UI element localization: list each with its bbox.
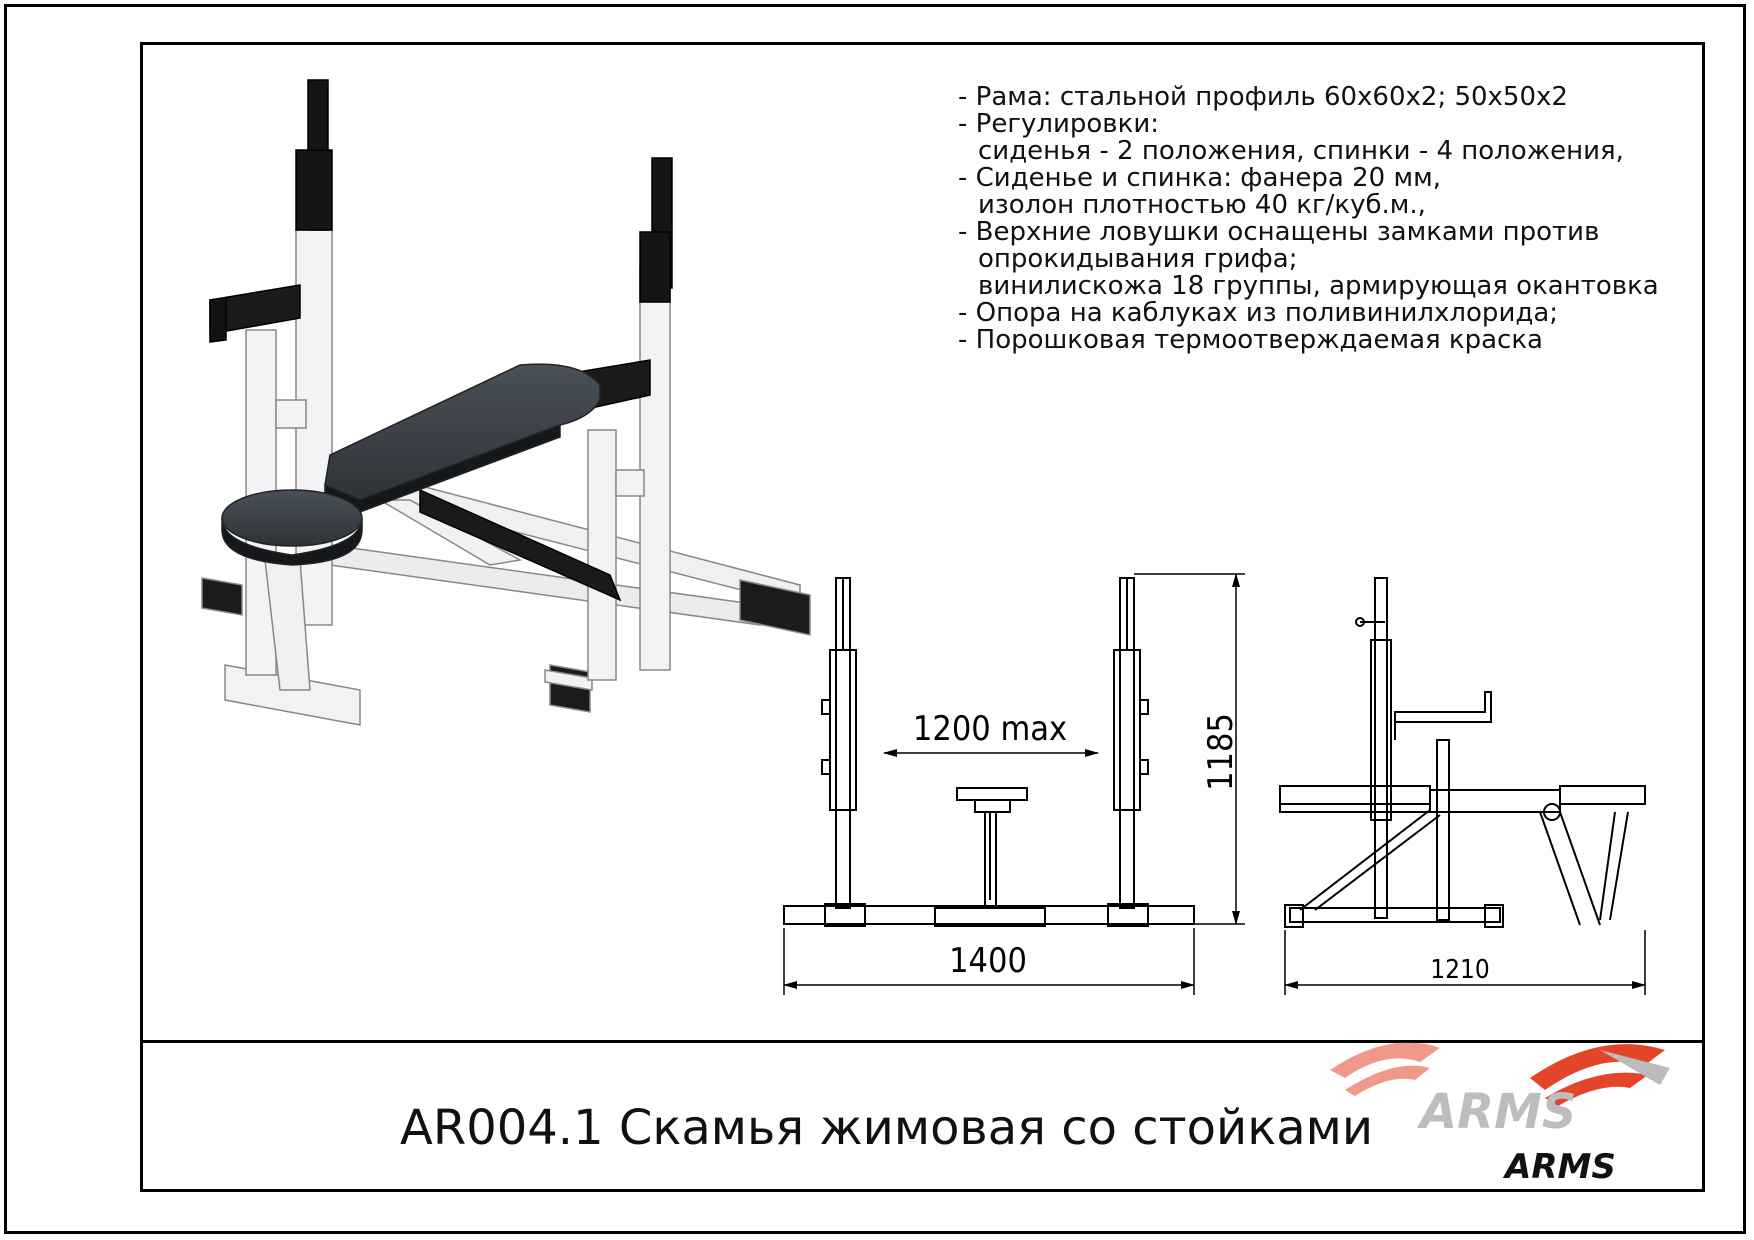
dimension-depth: 1210	[1430, 955, 1490, 985]
product-title: AR004.1 Скамья жимовая со стойками	[400, 1100, 1374, 1156]
arms-caption: ARMS	[1502, 1147, 1616, 1187]
drawing-sheet-frame	[140, 42, 1705, 1192]
dimension-height: 1185	[1201, 713, 1241, 791]
arms-logo: ARMS ARMS	[1330, 1042, 1670, 1187]
spec-frame: - Рама: стальной профиль 60х60х2; 50х50х…	[958, 82, 1568, 112]
arms-logo-wordmark: ARMS	[1416, 1084, 1576, 1140]
spec-paint: - Порошковая термоотверждаемая краска	[958, 325, 1543, 355]
spec-seat-back: - Сиденье и спинка: фанера 20 мм,	[958, 163, 1441, 193]
page-border	[4, 4, 1746, 1234]
spec-adjustments: - Регулировки:	[958, 109, 1159, 139]
spec-feet: - Опора на каблуках из поливинилхлорида;	[958, 298, 1559, 328]
dimension-inner-width: 1200 max	[913, 709, 1067, 749]
side-view-drawing	[1279, 577, 1646, 928]
bench-3d-illustration	[201, 79, 811, 726]
title-block-divider	[140, 1040, 1705, 1043]
specifications-list: - Рама: стальной профиль 60х60х2; 50х50х…	[958, 84, 1698, 354]
side-view-dimensions	[1284, 930, 1646, 995]
spec-upholstery: винилискожа 18 группы, армирующая оканто…	[978, 271, 1659, 301]
front-view-drawing	[783, 577, 1195, 927]
front-view-dimensions	[783, 573, 1245, 995]
spec-seat-back-foam: изолон плотностью 40 кг/куб.м.,	[978, 190, 1426, 220]
spec-catches: - Верхние ловушки оснащены замками проти…	[958, 217, 1600, 247]
spec-adjustments-detail: сиденья - 2 положения, спинки - 4 положе…	[978, 136, 1624, 166]
spec-catches-detail: опрокидывания грифа;	[978, 244, 1298, 274]
dimension-total-width: 1400	[949, 941, 1027, 981]
